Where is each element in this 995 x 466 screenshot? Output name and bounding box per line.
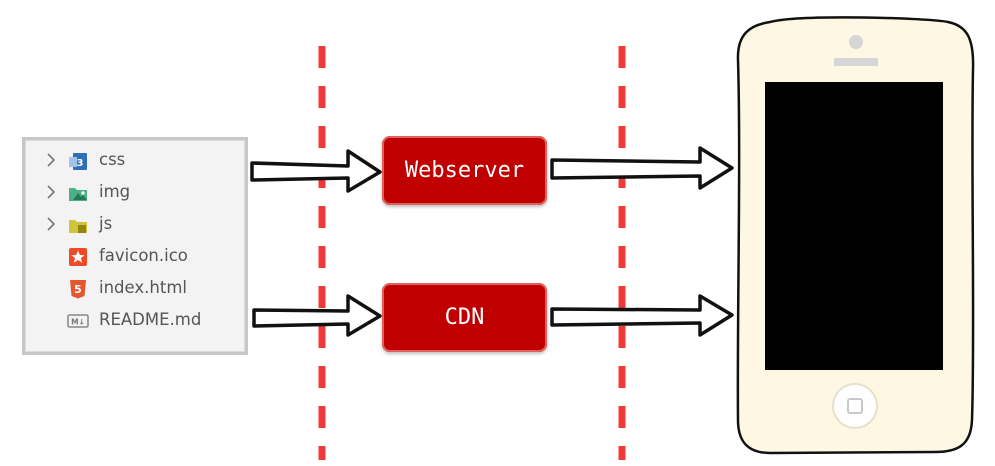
file-tree-item[interactable]: js [25, 209, 245, 239]
file-tree-item[interactable]: img [25, 177, 245, 207]
file-name: css [99, 150, 126, 169]
file-name: README.md [99, 310, 202, 329]
file-tree-panel: 3 css img js favi [22, 137, 248, 355]
css3-file-icon: 3 [69, 153, 87, 170]
arrow-cdn-to-phone [550, 294, 734, 337]
markdown-glyph: M↓ [71, 318, 85, 327]
phone-home-button-icon [832, 383, 878, 429]
html5-file-icon: 5 [70, 280, 86, 299]
image-folder-icon [69, 188, 87, 201]
css3-glyph: 3 [77, 158, 84, 169]
file-tree-item[interactable]: 3 css [25, 145, 245, 175]
file-name: favicon.ico [99, 246, 188, 265]
webserver-box: Webserver [382, 136, 547, 205]
phone-screen [765, 82, 943, 370]
file-name: index.html [99, 278, 187, 297]
chevron-right-icon[interactable] [45, 184, 57, 200]
file-name: img [99, 182, 131, 201]
chevron-right-icon[interactable] [45, 152, 57, 168]
file-name: js [99, 214, 113, 233]
js-folder-icon [69, 220, 87, 233]
webserver-label: Webserver [404, 158, 525, 183]
chevron-right-icon[interactable] [45, 216, 57, 232]
arrow-files-to-cdn [252, 294, 382, 337]
star-favicon-icon [69, 248, 87, 266]
file-tree-item[interactable]: favicon.ico [25, 241, 245, 271]
phone-camera-icon [849, 35, 863, 49]
file-tree-item[interactable]: M↓ README.md [25, 305, 245, 335]
phone-speaker-icon [834, 58, 878, 66]
cdn-box: CDN [382, 283, 547, 352]
html5-glyph: 5 [74, 283, 82, 296]
cdn-label: CDN [444, 305, 485, 330]
smartphone-icon [736, 16, 975, 455]
markdown-file-icon: M↓ [67, 314, 89, 328]
arrow-files-to-webserver [250, 149, 382, 193]
file-tree-item[interactable]: 5 index.html [25, 273, 245, 303]
arrow-webserver-to-phone [550, 146, 734, 190]
